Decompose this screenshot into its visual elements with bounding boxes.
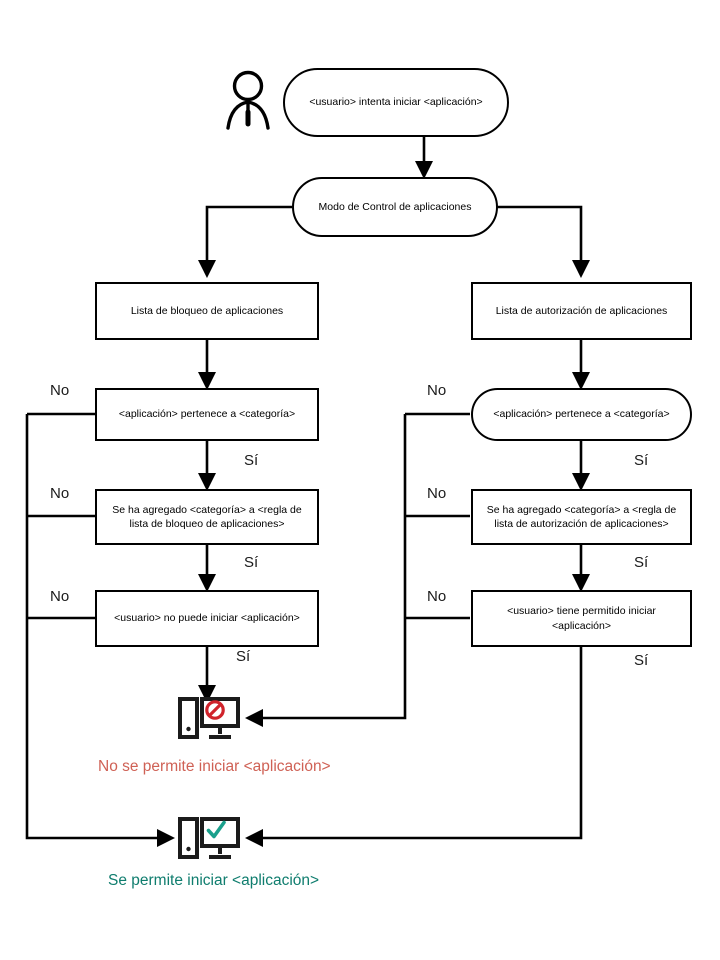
edge-label-right-si-1: Sí [634, 452, 649, 469]
node-mode[interactable]: Modo de Control de aplicaciones [292, 177, 498, 237]
edge-label-left-si-2: Sí [244, 554, 259, 571]
node-deny-q2[interactable]: Se ha agregado <categoría> a <regla de l… [95, 489, 319, 545]
computer-allowed-icon [178, 817, 240, 868]
node-allow-q1[interactable]: <aplicación> pertenece a <categoría> [471, 388, 692, 441]
node-deny-q3-label: <usuario> no puede iniciar <aplicación> [114, 612, 300, 625]
node-denylist-label: Lista de bloqueo de aplicaciones [130, 304, 284, 317]
computer-blocked-icon [178, 697, 240, 748]
node-deny-q1[interactable]: <aplicación> pertenece a <categoría> [95, 388, 319, 441]
edge-label-right-no-3: No [427, 588, 447, 605]
person-icon [222, 68, 274, 141]
edge-label-left-no-1: No [50, 382, 70, 399]
node-start[interactable]: <usuario> intenta iniciar <aplicación> [283, 68, 509, 137]
node-allowlist-label: Lista de autorización de aplicaciones [495, 304, 668, 317]
node-allow-q2[interactable]: Se ha agregado <categoría> a <regla de l… [471, 489, 692, 545]
node-deny-q3[interactable]: <usuario> no puede iniciar <aplicación> [95, 590, 319, 647]
edge-label-right-si-3: Sí [634, 652, 649, 669]
node-allow-q3[interactable]: <usuario> tiene permitido iniciar <aplic… [471, 590, 692, 647]
node-denylist[interactable]: Lista de bloqueo de aplicaciones [95, 282, 319, 340]
edge-label-left-si-1: Sí [244, 452, 259, 469]
edge-label-left-no-3: No [50, 588, 70, 605]
node-start-label: <usuario> intenta iniciar <aplicación> [309, 96, 483, 109]
node-allow-q2-label: Se ha agregado <categoría> a <regla de l… [486, 503, 677, 530]
node-deny-q2-label: Se ha agregado <categoría> a <regla de l… [112, 503, 302, 530]
node-allow-q1-label: <aplicación> pertenece a <categoría> [493, 408, 670, 421]
edge-label-right-no-1: No [427, 382, 447, 399]
edge-label-left-no-2: No [50, 485, 70, 502]
node-mode-label: Modo de Control de aplicaciones [318, 200, 472, 213]
outcome-allowed-caption: Se permite iniciar <aplicación> [108, 872, 320, 889]
outcome-denied-caption: No se permite iniciar <aplicación> [98, 758, 331, 775]
node-allow-q3-label: <usuario> tiene permitido iniciar <aplic… [507, 605, 656, 632]
node-allowlist[interactable]: Lista de autorización de aplicaciones [471, 282, 692, 340]
edge-label-right-no-2: No [427, 485, 447, 502]
edge-label-left-si-3: Sí [236, 648, 251, 665]
edge-label-right-si-2: Sí [634, 554, 649, 571]
node-deny-q1-label: <aplicación> pertenece a <categoría> [118, 408, 296, 421]
